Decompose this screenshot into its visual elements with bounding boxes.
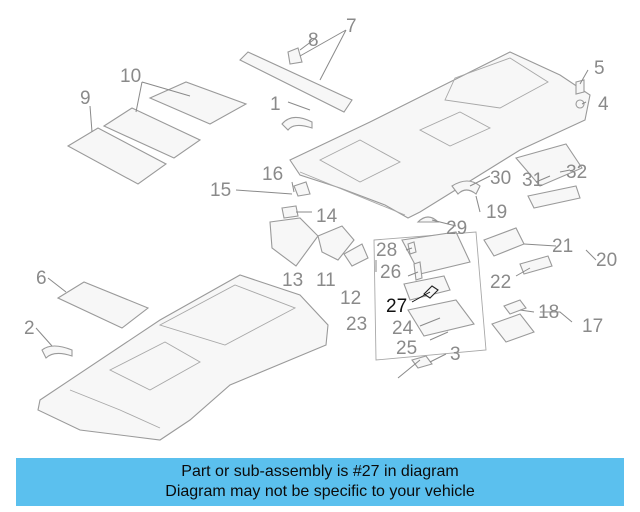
map-light-lens — [527, 185, 581, 209]
callout-7: 7 — [346, 16, 357, 37]
clip-3 — [411, 355, 433, 369]
clip-8 — [287, 47, 303, 65]
callout-27: 27 — [386, 296, 407, 317]
callout-23: 23 — [346, 314, 367, 335]
cargo-lamp — [491, 313, 535, 343]
clip-16 — [293, 181, 311, 197]
callout-16: 16 — [262, 164, 283, 185]
console-lower — [407, 299, 475, 337]
callout-11: 11 — [316, 270, 336, 291]
part-26 — [413, 261, 423, 281]
screw-5 — [575, 79, 585, 95]
callout-10: 10 — [120, 66, 141, 87]
banner-line-1: Part or sub-assembly is #27 in diagram — [181, 463, 459, 480]
visor-clip — [343, 243, 369, 267]
callout-5: 5 — [594, 58, 605, 79]
callout-30: 30 — [490, 168, 511, 189]
map-light-housing — [515, 143, 583, 187]
sun-visor — [269, 217, 319, 267]
sunshade-panel-10b — [148, 81, 248, 125]
callout-12: 12 — [340, 288, 361, 309]
callout-9: 9 — [80, 88, 91, 109]
console-bezel — [403, 275, 451, 301]
callout-28: 28 — [376, 240, 397, 261]
callout-24: 24 — [392, 318, 414, 339]
sunroof-glass — [56, 281, 150, 329]
sunshade-panel-9 — [66, 127, 168, 185]
banner-line-2: Diagram may not be specific to your vehi… — [165, 483, 475, 500]
assist-handle-upper — [281, 116, 313, 131]
clip-14 — [281, 205, 299, 219]
callout-20: 20 — [596, 250, 617, 271]
assist-handle-lower — [41, 345, 73, 359]
callout-13: 13 — [282, 270, 303, 291]
callout-17: 17 — [582, 316, 603, 337]
callout-25: 25 — [396, 338, 417, 359]
callout-15: 15 — [210, 180, 231, 201]
callout-6: 6 — [36, 268, 47, 289]
callout-19: 19 — [486, 202, 507, 223]
callout-1: 1 — [270, 94, 281, 115]
callout-22: 22 — [490, 272, 511, 293]
callout-18: 18 — [538, 302, 559, 323]
callout-4: 4 — [598, 94, 609, 115]
callout-21: 21 — [552, 236, 573, 257]
info-banner: Part or sub-assembly is #27 in diagram D… — [16, 458, 624, 506]
callout-8: 8 — [308, 30, 319, 51]
callout-32: 32 — [566, 162, 587, 183]
headliner-lower — [37, 274, 329, 441]
parts-diagram: 1 2 3 4 5 6 7 8 9 10 11 12 13 14 15 16 1… — [24, 16, 617, 441]
screw-4 — [575, 99, 585, 109]
cargo-lamp-lens — [503, 299, 527, 315]
callout-3: 3 — [450, 344, 461, 365]
callout-31: 31 — [522, 170, 543, 191]
callout-14: 14 — [316, 206, 338, 227]
visor-holder — [317, 225, 355, 261]
molding-strip — [239, 51, 353, 113]
leader-lines — [35, 29, 597, 379]
callout-2: 2 — [24, 318, 35, 339]
bulb-27 — [423, 285, 439, 299]
dome-lamp — [483, 227, 525, 257]
callout-26: 26 — [380, 262, 401, 283]
callout-29: 29 — [446, 218, 467, 239]
sunshade-panel-10a — [102, 107, 202, 159]
headliner-upper — [289, 51, 591, 219]
